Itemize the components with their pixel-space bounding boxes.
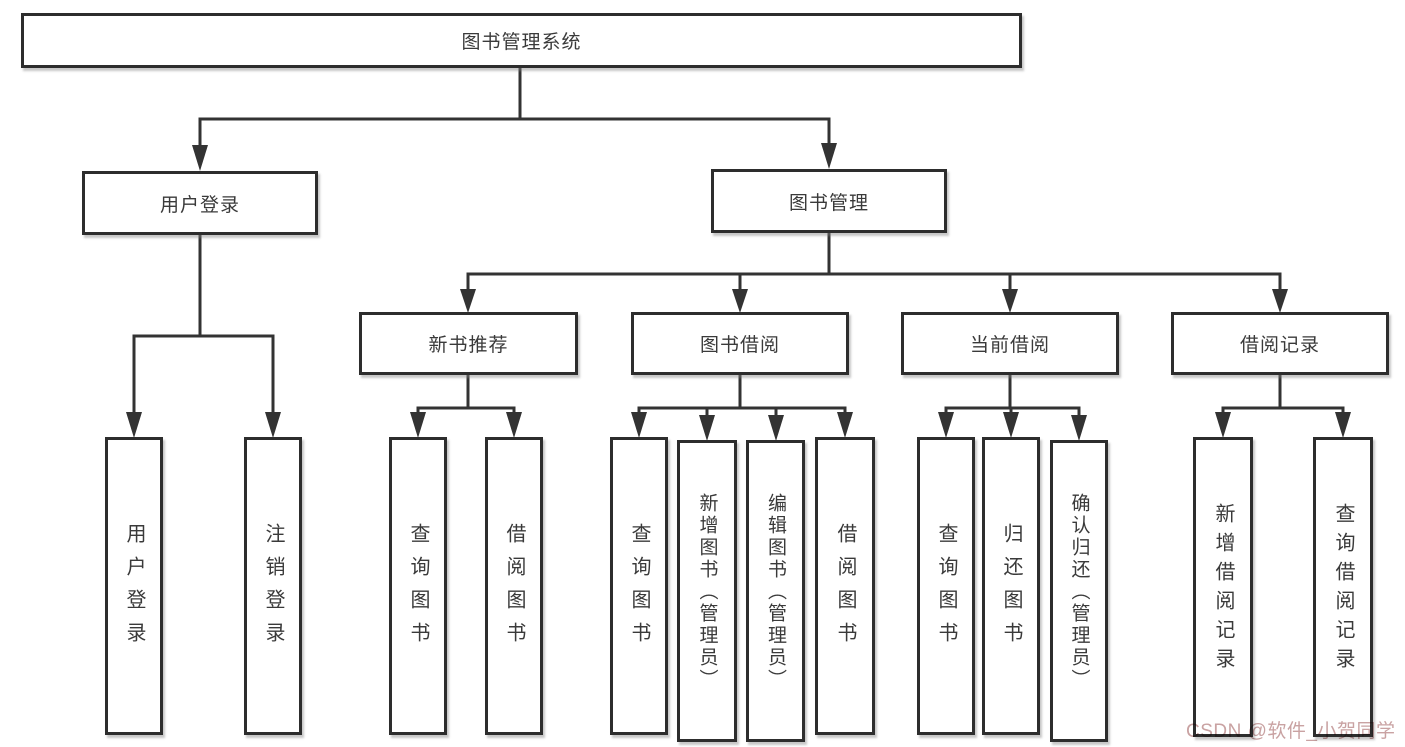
leaf-borrowing-edit-admin: 编辑图书（管理员） bbox=[746, 440, 805, 742]
leaf-user-login: 用户登录 bbox=[105, 437, 163, 735]
leaf-records-query: 查询借阅记录 bbox=[1313, 437, 1373, 737]
node-new-book-recommend: 新书推荐 bbox=[359, 312, 578, 375]
leaf-borrowing-add-admin: 新增图书（管理员） bbox=[677, 440, 737, 742]
node-borrow-records: 借阅记录 bbox=[1171, 312, 1389, 375]
node-book-borrowing: 图书借阅 bbox=[631, 312, 849, 375]
leaf-records-add: 新增借阅记录 bbox=[1193, 437, 1253, 737]
leaf-borrowing-borrow: 借阅图书 bbox=[815, 437, 875, 735]
csdn-watermark: CSDN @软件_小贺同学 bbox=[1186, 721, 1396, 742]
leaf-current-confirm-admin: 确认归还（管理员） bbox=[1050, 440, 1108, 742]
node-current-borrowing: 当前借阅 bbox=[901, 312, 1119, 375]
leaf-newbook-borrow: 借阅图书 bbox=[485, 437, 543, 735]
node-user-login: 用户登录 bbox=[82, 171, 318, 235]
node-root-system: 图书管理系统 bbox=[21, 13, 1022, 68]
leaf-current-query: 查询图书 bbox=[917, 437, 975, 735]
node-book-management: 图书管理 bbox=[711, 169, 947, 233]
leaf-newbook-query: 查询图书 bbox=[389, 437, 447, 735]
leaf-borrowing-query: 查询图书 bbox=[610, 437, 668, 735]
leaf-logout: 注销登录 bbox=[244, 437, 302, 735]
leaf-current-return: 归还图书 bbox=[982, 437, 1040, 735]
